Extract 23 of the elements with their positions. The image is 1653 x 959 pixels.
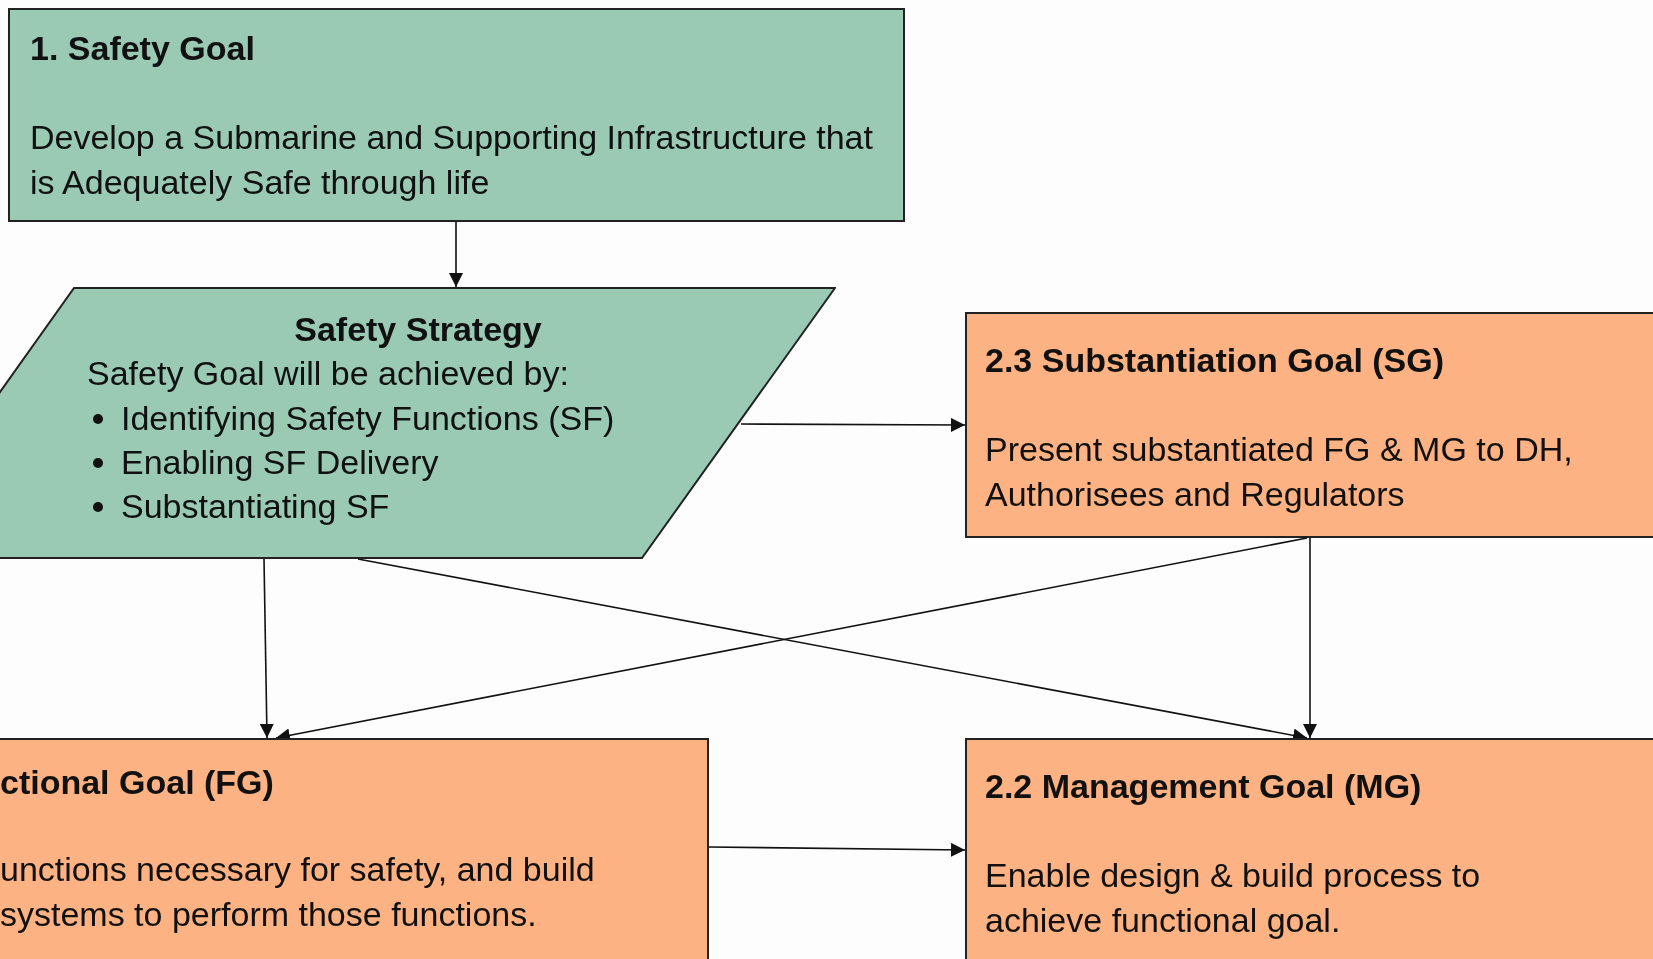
goal-box — [965, 738, 1653, 959]
arrow — [449, 221, 463, 288]
goal-box — [965, 312, 1653, 538]
heading: Safety Strategy — [294, 309, 542, 350]
goal-box — [8, 8, 905, 222]
bullet-item: Identifying Safety Functions (SF) — [121, 398, 615, 439]
arrow — [259, 558, 274, 739]
arrow — [740, 417, 966, 432]
heading: ctional Goal (FG) — [0, 762, 274, 803]
heading: 2.3 Substantiation Goal (SG) — [985, 340, 1445, 381]
body-text: Enable design & build process to achieve functional goal. — [985, 855, 1482, 941]
arrow — [708, 842, 966, 857]
heading: 2.2 Management Goal (MG) — [985, 766, 1422, 807]
goal-box — [0, 738, 709, 959]
heading: 1. Safety Goal — [30, 28, 256, 69]
body-text: Present substantiated FG & MG to DH, Authorisees and Regulators — [985, 429, 1574, 515]
strategy-parallelogram — [0, 287, 836, 559]
body-text: Safety Goal will be achieved by: — [87, 353, 569, 394]
body-text: Develop a Submarine and Supporting Infrastructure that is Adequately Safe through life — [30, 117, 874, 203]
arrow — [1303, 537, 1317, 739]
bullet-item: Enabling SF Delivery — [121, 442, 439, 483]
body-text: unctions necessary for safety, and build systems to perform those functions. — [0, 849, 596, 935]
bullet-item: Substantiating SF — [121, 486, 390, 527]
